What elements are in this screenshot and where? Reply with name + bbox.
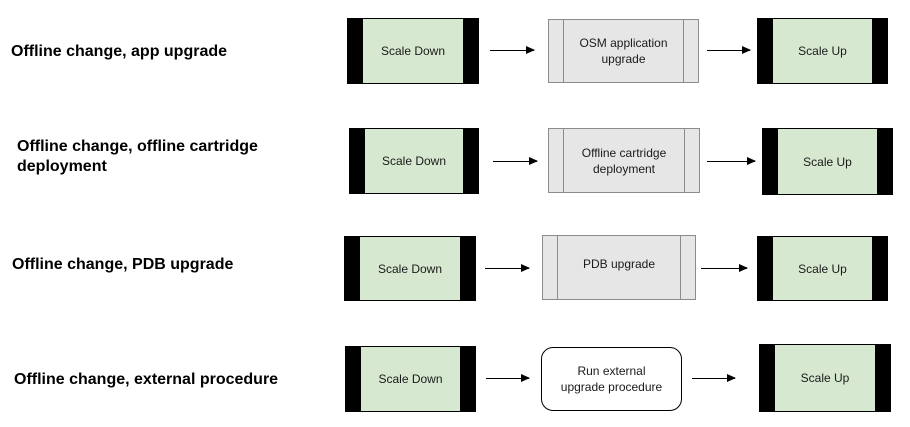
flow-arrow xyxy=(486,374,530,382)
offline-cartridge-deployment-box: Offline cartridge deployment xyxy=(548,128,700,193)
scale-down-label: Scale Down xyxy=(381,154,447,168)
flow-arrow xyxy=(707,157,756,165)
flow-arrow xyxy=(485,264,530,272)
scale-up-label: Scale Up xyxy=(803,154,852,169)
scale-up-label: Scale Up xyxy=(798,44,847,58)
pdb-upgrade-box: PDB upgrade xyxy=(542,235,696,300)
flow-arrow xyxy=(707,46,751,54)
scale-down-box: Scale Down xyxy=(349,128,479,194)
scale-down-label: Scale Down xyxy=(377,261,443,276)
flow-arrow xyxy=(701,264,748,272)
scale-down-box: Scale Down xyxy=(345,346,476,412)
row-label-pdb-upgrade: Offline change, PDB upgrade xyxy=(12,256,234,273)
scale-up-box: Scale Up xyxy=(757,18,888,84)
scale-up-box: Scale Up xyxy=(759,344,891,412)
scale-down-label: Scale Down xyxy=(380,44,446,58)
scale-down-box: Scale Down xyxy=(344,236,476,301)
row-label-offline-cartridge: Offline change, offline cartridge deploy… xyxy=(17,138,258,175)
scale-up-box: Scale Up xyxy=(757,236,888,301)
scale-down-box: Scale Down xyxy=(347,18,479,84)
flow-arrow xyxy=(692,374,736,382)
process-label: OSM application upgrade xyxy=(579,36,668,66)
osm-application-upgrade-box: OSM application upgrade xyxy=(548,19,699,83)
row-label-app-upgrade: Offline change, app upgrade xyxy=(11,43,228,60)
process-label: PDB upgrade xyxy=(582,257,656,271)
terminal-label: Run external upgrade procedure xyxy=(560,364,663,394)
run-external-upgrade-procedure-box: Run external upgrade procedure xyxy=(541,347,682,411)
scale-up-label: Scale Up xyxy=(800,371,850,385)
flow-arrow xyxy=(490,46,535,54)
scale-down-label: Scale Down xyxy=(378,372,443,386)
process-label: Offline cartridge deployment xyxy=(581,145,667,176)
flow-arrow xyxy=(493,157,538,165)
scale-up-label: Scale Up xyxy=(798,261,847,276)
row-label-external-procedure: Offline change, external procedure xyxy=(14,371,279,388)
scale-up-box: Scale Up xyxy=(762,128,893,195)
